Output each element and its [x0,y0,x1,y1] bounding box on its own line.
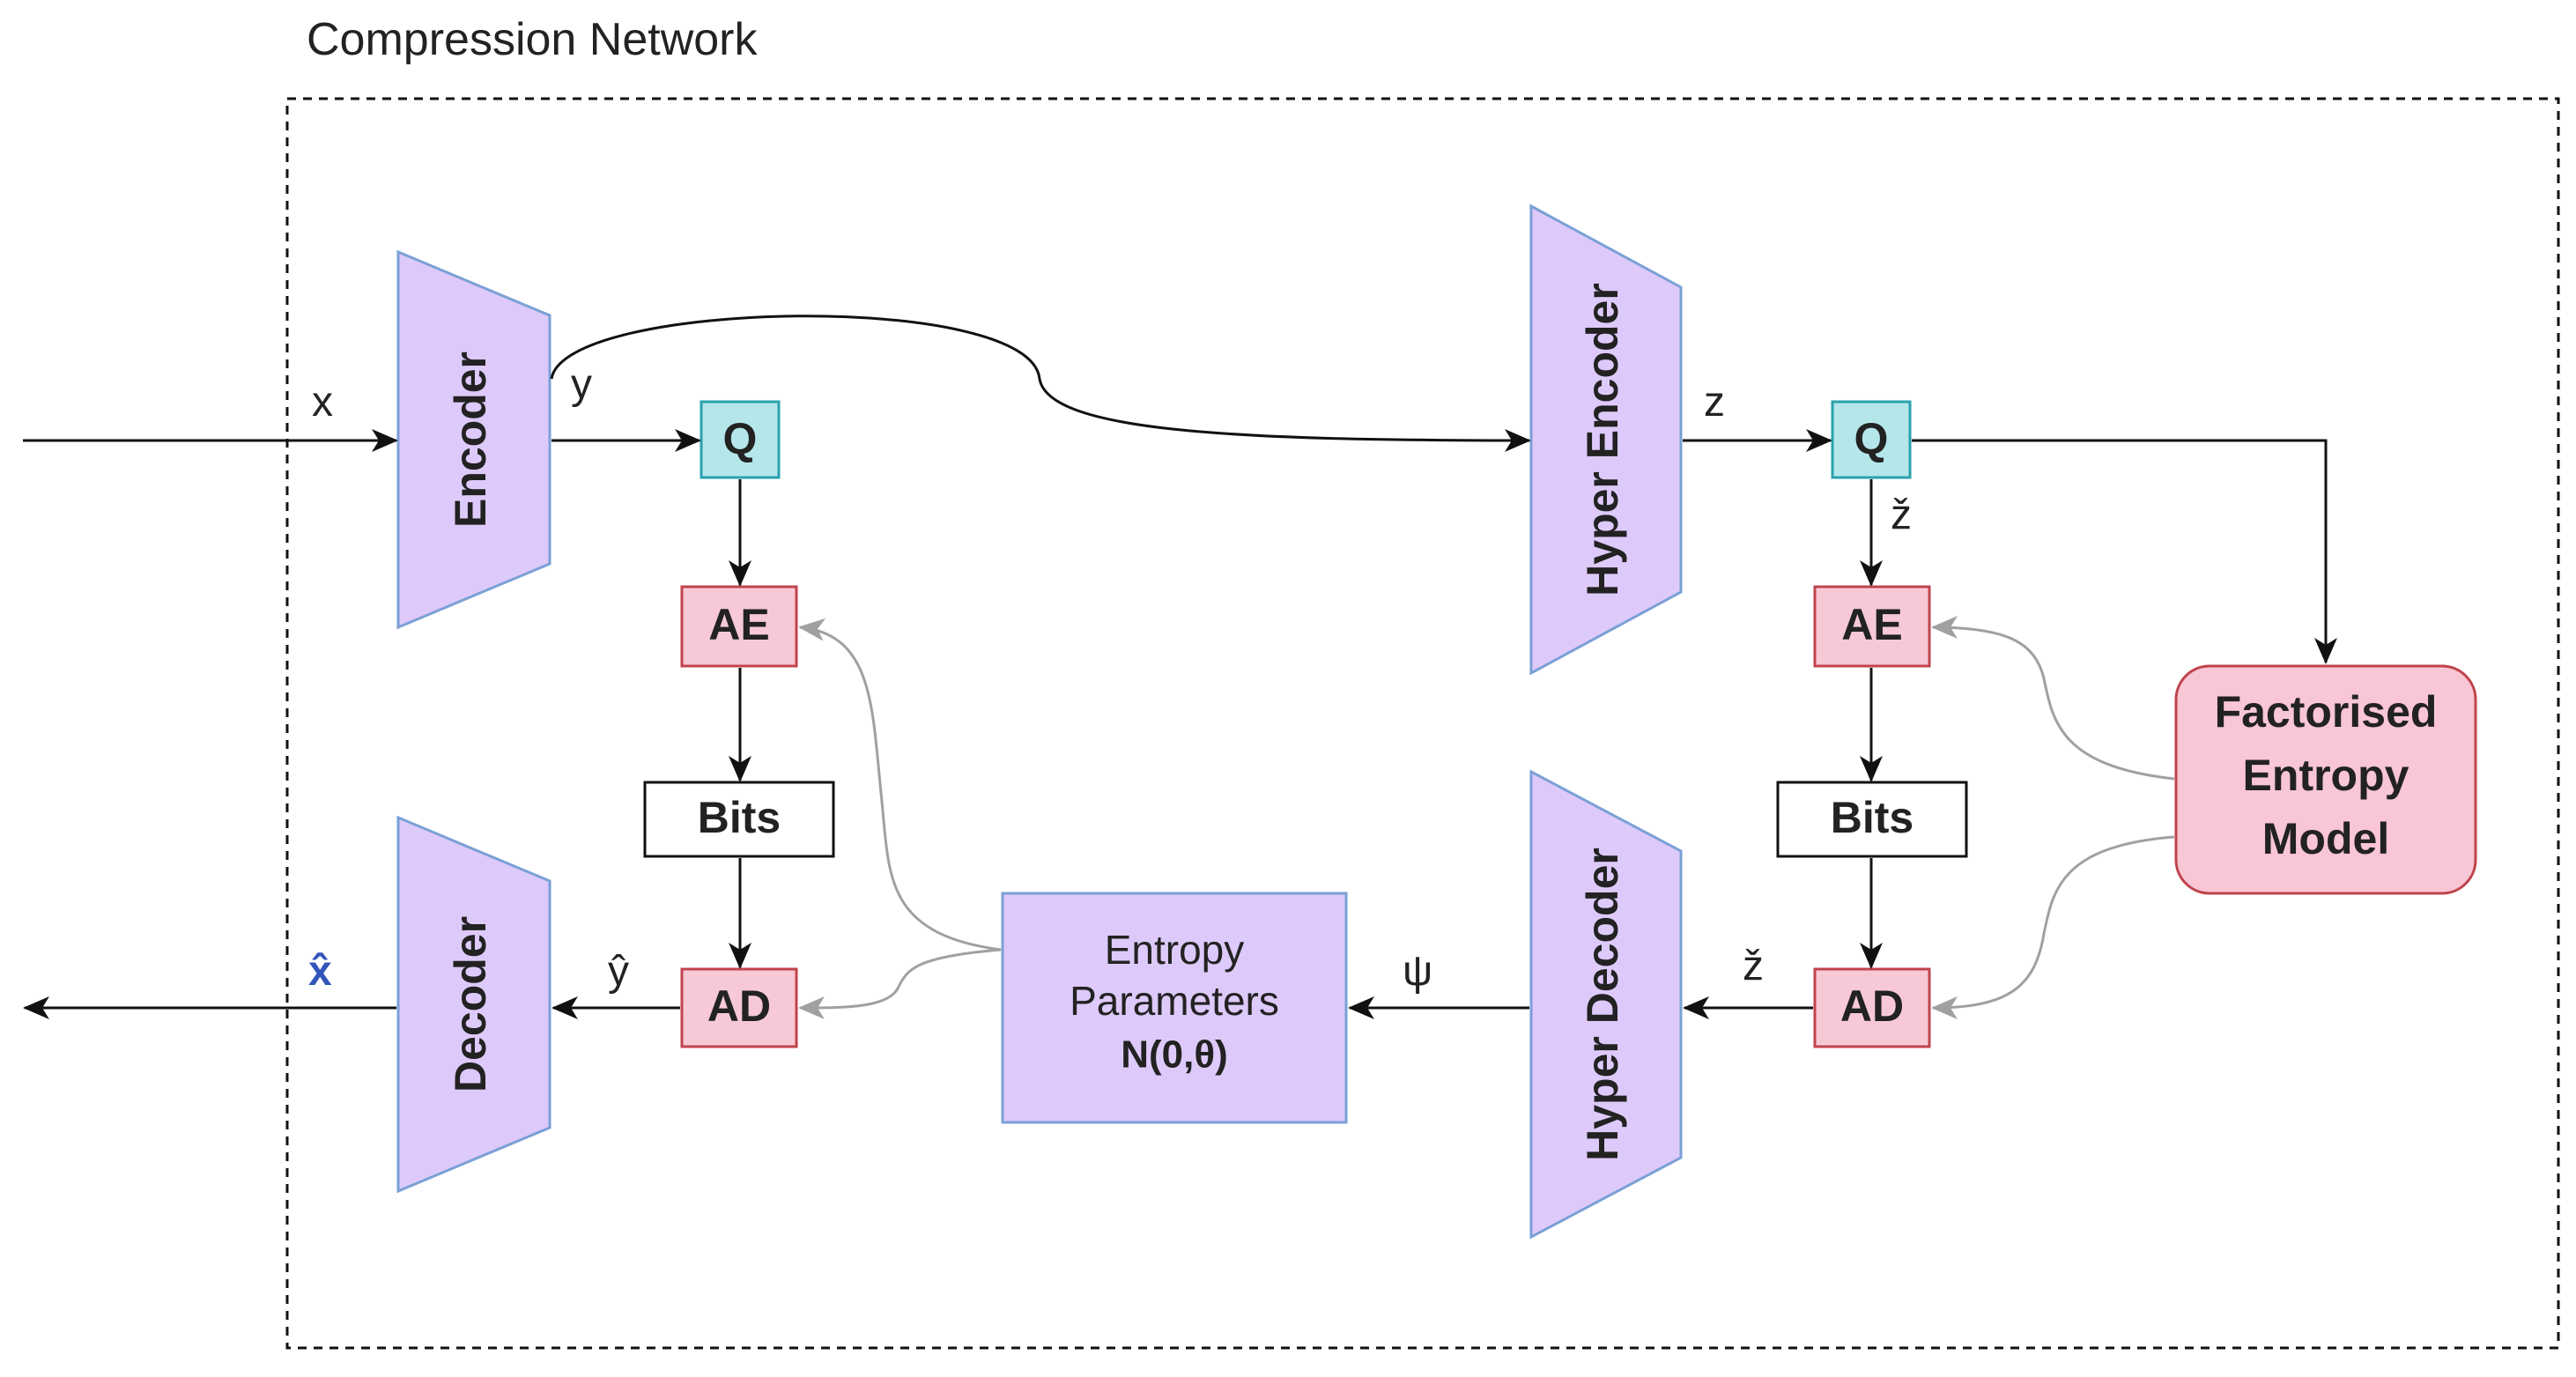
arrow-y-to-hyper-encoder [550,315,1531,452]
entropy-params-line-2: Parameters [1070,978,1279,1024]
gray-arrow-model-to-ad-right [1931,835,2175,1019]
entropy-params-line-3: N(0,θ) [1121,1033,1228,1077]
hyper-decoder-block: Hyper Decoder [1529,769,1683,1240]
factorised-entropy-model-block: Factorised Entropy Model [2174,664,2477,895]
label-z-tilde-bottom: ž [1743,943,1764,989]
gray-arrow-model-to-ae-right [1931,616,2175,781]
ae-right-label: AE [1841,600,1902,649]
encoder-label: Encoder [446,352,495,528]
bits-right-label: Bits [1831,793,1913,842]
arithmetic-decoder-left: AD [680,967,798,1048]
hyper-encoder-label: Hyper Encoder [1578,283,1627,596]
ad-right-label: AD [1840,981,1904,1031]
factorised-model-line-2: Entropy [2243,751,2409,800]
decoder-block: Decoder [396,815,551,1194]
arithmetic-decoder-right: AD [1813,967,1931,1048]
label-x: x [312,379,333,426]
bits-left: Bits [643,781,835,858]
ad-left-label: AD [707,981,771,1031]
ae-left-label: AE [708,600,769,649]
label-x-hat: x̂ [308,948,332,995]
entropy-parameters-block: Entropy Parameters N(0,θ) [1001,892,1348,1124]
label-y: y [571,361,592,408]
quantizer-left-label: Q [723,414,758,463]
hyper-decoder-label: Hyper Decoder [1578,848,1627,1161]
hyper-encoder-block: Hyper Encoder [1529,204,1683,676]
encoder-block: Encoder [396,249,551,630]
factorised-model-line-1: Factorised [2215,687,2438,737]
quantizer-right: Q [1831,400,1912,479]
quantizer-left: Q [700,400,781,479]
diagram-title: Compression Network [307,14,758,65]
entropy-params-line-1: Entropy [1105,927,1245,973]
arithmetic-encoder-right: AE [1813,585,1931,668]
gray-arrow-params-to-ad-left [798,948,1002,1019]
arrow-q-to-factorised-model [1912,439,2337,664]
bits-left-label: Bits [698,793,781,842]
gray-arrow-params-to-ae-left [798,618,1002,951]
label-y-hat: ŷ [608,948,629,995]
arithmetic-encoder-left: AE [680,585,798,668]
label-z: z [1704,379,1725,426]
label-z-tilde-top: ž [1891,492,1912,538]
decoder-label: Decoder [446,916,495,1092]
factorised-model-line-3: Model [2262,814,2389,863]
quantizer-right-label: Q [1854,414,1889,463]
bits-right: Bits [1776,781,1968,858]
label-psi: ψ [1403,948,1432,995]
